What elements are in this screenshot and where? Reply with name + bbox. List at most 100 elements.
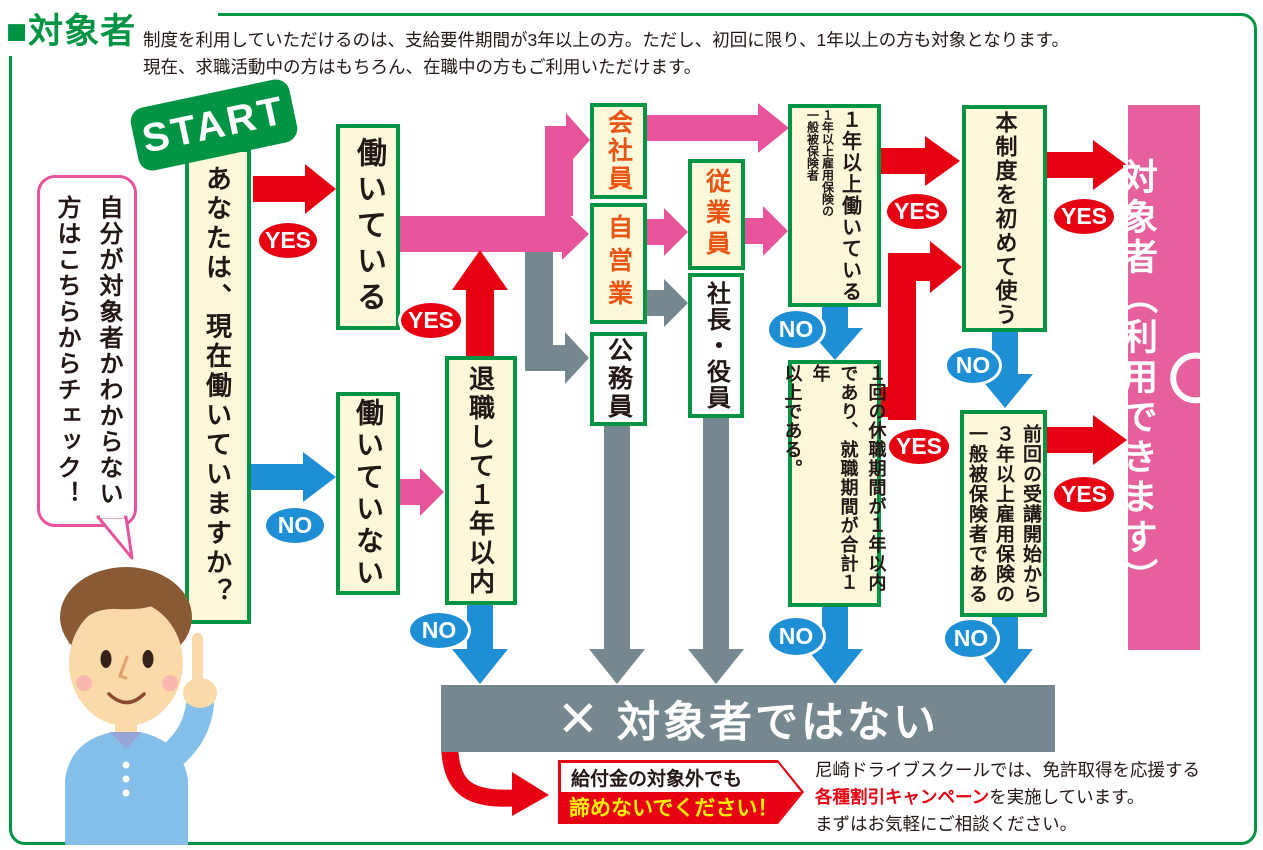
- arrow-no-sincelast-down: [977, 617, 1033, 684]
- no-badge-leave: NO: [766, 615, 826, 658]
- speech-bubble-tail: [96, 512, 134, 560]
- banner-not-eligible-text: 対象者ではない: [616, 698, 939, 747]
- node-worked-over-1year-sub: １年以上雇用保険の 一般被保険者: [805, 108, 835, 217]
- arrow-yes-question-to-working: [253, 164, 336, 214]
- arrow-not-working-to-retired: [400, 468, 444, 516]
- speech-bubble-text: 自分が対象者かわからない 方はこちらからチェック！: [53, 195, 122, 507]
- node-working: 働いている: [336, 124, 400, 330]
- callout-line-1: 給付金の対象外でも: [571, 769, 743, 790]
- arrow-yes-firsttime-to-eligible: [1047, 140, 1127, 190]
- person-collar: [110, 732, 142, 749]
- node-employee-text: 従業員: [702, 168, 731, 261]
- yes-badge-leave: YES: [886, 426, 952, 467]
- no-badge-retired: NO: [407, 610, 471, 651]
- node-question-working: あなたは、現在働いていますか？: [185, 148, 251, 624]
- node-leave-condition-text: １回の休職期間が１年以内 であり、就職期間が合計１年 以上である。: [782, 364, 887, 592]
- arrow-yes-worked1yr-to-firsttime: [881, 136, 960, 186]
- node-question-working-text: あなたは、現在働いていますか？: [202, 164, 233, 608]
- arrow-no-worked1yr-down: [807, 307, 863, 360]
- footer-note-line-2-rest: を実施しています。: [989, 787, 1145, 807]
- node-civil-servant: 公務員: [590, 332, 647, 426]
- node-since-last-course-text: 前回の受講開始から ３年以上雇用保険の 一般被保険者である: [966, 423, 1041, 604]
- person-blush-right: [162, 675, 178, 691]
- not-eligible-x-mark: ✕: [557, 690, 599, 747]
- node-not-working: 働いていない: [336, 392, 400, 595]
- person-fringe: [66, 577, 187, 645]
- node-not-working-text: 働いていない: [353, 397, 384, 590]
- person-blush-left: [76, 675, 92, 691]
- footer-note-highlight: 各種割引キャンペーン: [815, 787, 990, 807]
- person-arm: [156, 691, 214, 771]
- arrow-employee-to-worked1yr: [744, 206, 788, 256]
- arrow-no-firsttime-down: [977, 332, 1033, 408]
- node-worked-over-1year: １年以上働いている １年以上雇用保険の 一般被保険者: [788, 104, 881, 307]
- node-first-time-use: 本制度を初めて使う: [962, 105, 1047, 332]
- footer-note: 尼崎ドライブスクールでは、免許取得を応援する 各種割引キャンペーンを実施していま…: [815, 757, 1200, 838]
- yes-badge-firsttime: YES: [1051, 196, 1117, 237]
- description-line-1: 制度を利用していただけるのは、支給要件期間が3年以上の方。ただし、初回に限り、1…: [143, 30, 1069, 50]
- node-worked-over-1year-columns: １年以上働いている １年以上雇用保険の 一般被保険者: [805, 109, 865, 303]
- node-first-time-use-text: 本制度を初めて使う: [992, 110, 1018, 327]
- person-neck: [115, 717, 137, 735]
- arrow-company-to-worked1yr: [646, 103, 789, 153]
- arrow-civil-servant-down: [589, 426, 645, 684]
- node-working-text: 働いている: [352, 137, 385, 317]
- banner-eligible-inner: 〇 対象者（利用できます）: [1111, 157, 1220, 598]
- yes-badge-sincelast: YES: [1051, 474, 1117, 515]
- arrow-no-leave-down: [807, 607, 863, 684]
- person-finger: [192, 633, 203, 691]
- person-illustration: [60, 567, 217, 845]
- banner-eligible: 〇 対象者（利用できます）: [1117, 105, 1220, 650]
- person-eye-right: [142, 650, 154, 668]
- no-badge-firsttime: NO: [944, 345, 1002, 386]
- node-since-last-course: 前回の受講開始から ３年以上雇用保険の 一般被保険者である: [960, 410, 1047, 617]
- description: 制度を利用していただけるのは、支給要件期間が3年以上の方。ただし、初回に限り、1…: [143, 27, 1069, 81]
- callout-box-inner: 給付金の対象外でも 諦めないでください！: [561, 763, 801, 821]
- arrow-yes-sincelast-to-eligible: [1047, 415, 1127, 465]
- yes-badge-question: YES: [256, 220, 320, 261]
- arrow-yes-leave-to-firsttime: [888, 241, 962, 420]
- node-civil-servant-text: 公務員: [604, 337, 633, 421]
- person-eye-left: [100, 650, 112, 668]
- person-button-3: [122, 789, 130, 797]
- node-company-employee: 会社員: [590, 103, 647, 199]
- banner-eligible-text: 対象者（利用できます）: [1117, 157, 1158, 598]
- person-mouth: [107, 692, 146, 705]
- node-company-employee-text: 会社員: [604, 109, 633, 193]
- person-button-2: [122, 775, 130, 783]
- arrow-self-to-president: [646, 279, 688, 327]
- callout-box: 給付金の対象外でも 諦めないでください！: [558, 760, 804, 824]
- callout-line-2: 諦めないでください！: [561, 792, 801, 821]
- person-nose: [118, 655, 129, 680]
- arrow-yes-retired-up: [452, 250, 508, 356]
- footer-note-line-3: まずはお気軽にご相談ください。: [815, 814, 1078, 834]
- arrow-president-down: [688, 418, 744, 684]
- yes-badge-retired: YES: [398, 300, 464, 341]
- no-badge-worked1yr: NO: [766, 308, 826, 351]
- node-president-officer: 社長・役員: [688, 273, 744, 418]
- arrow-no-question-to-notworking: [251, 452, 336, 502]
- node-retired-text: 退職して１年以内: [465, 364, 496, 597]
- node-worked-over-1year-main: １年以上働いている: [838, 108, 861, 303]
- arrow-red-curve-head: [512, 772, 549, 816]
- page-title-text: ■対象者: [6, 11, 137, 51]
- arrow-self-to-employee: [646, 208, 688, 256]
- arrow-no-retired-down: [452, 605, 508, 684]
- arrow-working-to-self-employed: [400, 208, 589, 260]
- eligible-circle-mark: 〇: [1160, 350, 1220, 405]
- node-self-employed-text: 自営業: [604, 214, 633, 313]
- node-retired-within-1year: 退職して１年以内: [445, 356, 517, 605]
- page-title: ■対象者: [0, 0, 218, 56]
- arrow-working-to-civil-servant: [525, 252, 589, 384]
- banner-not-eligible: ✕ 対象者ではない: [441, 685, 1055, 752]
- footer-note-line-2: 各種割引キャンペーンを実施しています。: [815, 784, 1200, 811]
- green-frame-border: [9, 13, 1257, 845]
- footer-note-line-1: 尼崎ドライブスクールでは、免許取得を応援する: [815, 760, 1200, 780]
- person-hand: [183, 678, 217, 708]
- description-line-2: 現在、求職活動中の方はもちろん、在職中の方もご利用いただけます。: [143, 57, 702, 77]
- person-button-1: [122, 761, 130, 769]
- node-president-officer-text: 社長・役員: [702, 280, 730, 411]
- yes-badge-worked1yr: YES: [884, 191, 950, 232]
